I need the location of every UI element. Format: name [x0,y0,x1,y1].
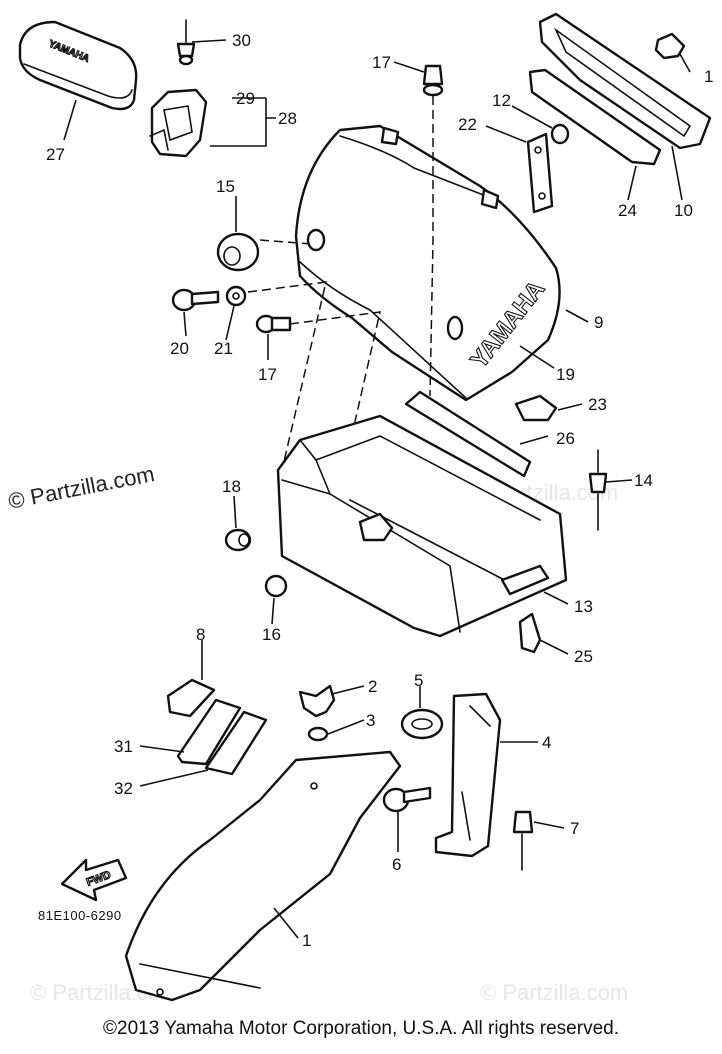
callout-17-left: 17 [258,365,277,384]
callout-10: 10 [674,201,693,220]
part-15-damper [216,228,326,272]
part-10-flap [538,12,712,150]
part-21-washer [225,285,247,307]
part-18-grommet [224,528,252,552]
part-13-tray [276,414,568,638]
part-4-bracket [434,692,502,858]
part-25-pad [518,612,542,654]
part-3-washer [307,726,329,742]
part-27-seat-pad: YAMAHA [18,20,138,111]
part-32-pad [204,710,268,776]
callout-29: 29 [236,89,255,108]
callout-27: 27 [46,145,65,164]
part-23-pad [514,394,558,422]
callout-19: 19 [556,365,575,384]
part-6-bolt [382,786,432,813]
part-9-tank-cover: YAMAHA [294,124,561,402]
part-1-base-plate [124,750,402,1002]
part-20-bolt [171,288,220,312]
callout-2: 2 [368,677,377,696]
callout-25: 25 [574,647,593,666]
callout-1: 1 [302,931,311,950]
watermark-main: © Partzilla.com [6,461,156,514]
watermark-faint-bottom-right: © Partzilla.com [480,980,628,1005]
callout-1-cap: 1 [704,67,713,86]
callout-6: 6 [392,855,401,874]
part-31-pad [176,698,242,766]
callout-24: 24 [618,201,637,220]
callout-14: 14 [634,471,653,490]
part-14-pin [588,449,608,531]
callout-21: 21 [214,339,233,358]
callout-12: 12 [492,91,511,110]
callout-20: 20 [170,339,189,358]
part-26-strip [404,390,532,478]
leader-lines [63,39,691,939]
callout-18: 18 [222,477,241,496]
callout-26: 26 [556,429,575,448]
callout-30: 30 [232,31,251,50]
callout-28: 28 [278,109,297,128]
callout-22: 22 [458,115,477,134]
copyright-footer: ©2013 Yamaha Motor Corporation, U.S.A. A… [103,1018,619,1039]
part-17-fastener-top [422,64,444,97]
callout-15: 15 [216,177,235,196]
callout-17-top: 17 [372,53,391,72]
part-17-fastener-left [255,314,292,334]
part-30-rivet [176,19,196,66]
callout-3: 3 [366,711,375,730]
callout-16: 16 [262,625,281,644]
part-12-grommet [550,123,570,145]
part-8-pad [166,678,216,718]
diagram-code: 81E100-6290 [38,908,122,923]
callout-13: 13 [574,597,593,616]
callout-9: 9 [594,313,603,332]
callout-8: 8 [196,625,205,644]
part-16-grommet [264,574,288,598]
callouts: 30 29 28 27 17 1 12 22 10 24 15 9 19 20 … [46,31,713,950]
callout-4: 4 [542,733,551,752]
fwd-arrow: FWD [60,858,128,902]
part-22-plate [526,132,554,214]
part-28-29-bracket [149,88,208,158]
callout-7: 7 [570,819,579,838]
callout-23: 23 [588,395,607,414]
callout-5: 5 [414,671,423,690]
callout-32: 32 [114,779,133,798]
part-24-strip [528,68,662,166]
part-7-screw [512,810,534,871]
callout-31: 31 [114,737,133,756]
part-2-wing-nut [298,684,336,718]
part-11-cap [654,32,686,60]
part-5-grommet [400,708,444,740]
